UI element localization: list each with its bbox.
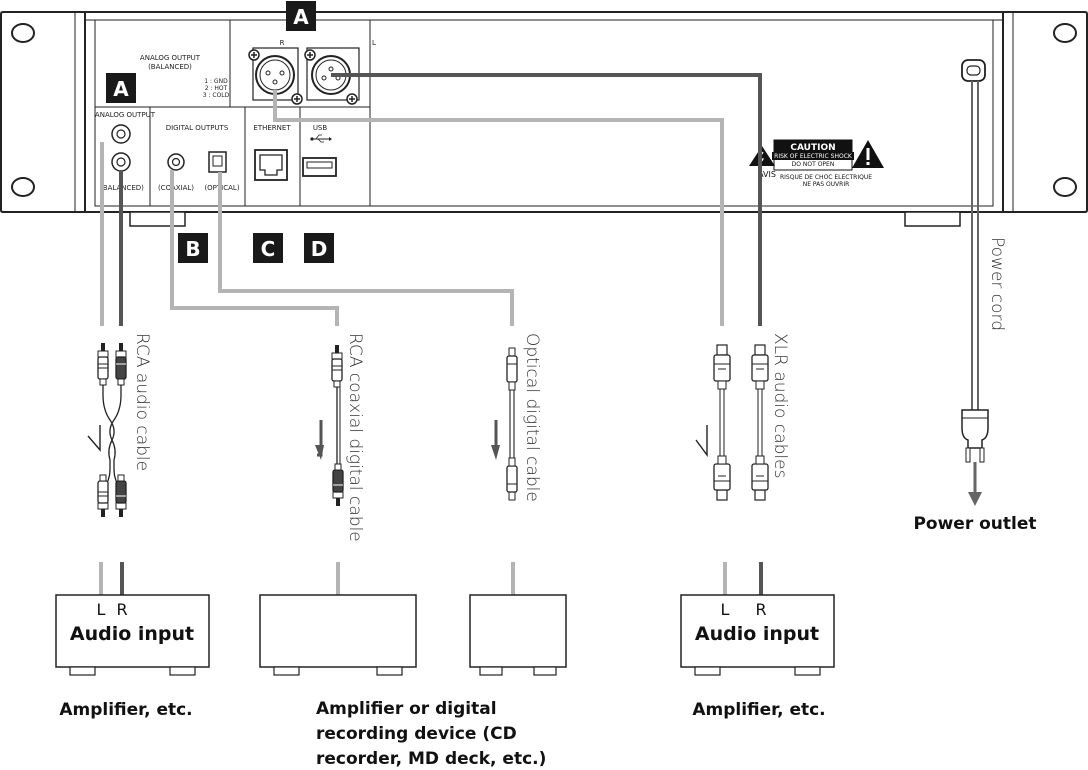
pin-1-label: 1 : GND <box>204 78 228 85</box>
marker-b: B <box>178 233 208 263</box>
rack-ear-left <box>0 11 86 213</box>
xlr-l-label: L <box>372 39 376 47</box>
optical-route <box>218 172 514 326</box>
svg-text:D: D <box>311 237 328 261</box>
svg-text:C: C <box>261 237 276 261</box>
ethernet-label: ETHERNET <box>253 124 291 132</box>
caption-amp-left: Amplifier, etc. <box>59 700 192 720</box>
xlr-cable-illustration <box>713 344 769 501</box>
rack-ear-right <box>1002 11 1088 213</box>
panel-body <box>84 11 1004 213</box>
coaxial-cable-illustration <box>331 344 344 507</box>
rack-hole-bottom-right <box>1053 177 1077 197</box>
rack-hole-bottom-left <box>11 177 35 197</box>
pin-2-label: 2 : HOT <box>205 85 228 92</box>
arrow-down-icon <box>695 425 708 458</box>
pin-3-label: 3 : COLD <box>203 92 230 99</box>
power-plug-illustration <box>961 409 989 463</box>
caption-amp-right: Amplifier, etc. <box>692 700 825 720</box>
amp-left-input: Audio input <box>70 623 194 645</box>
xlr-r-label: R <box>280 39 285 47</box>
device-digital-mid <box>259 594 417 676</box>
rca-audio-cable-illustration <box>97 342 127 518</box>
device-amp-left: L R Audio input <box>55 594 210 676</box>
usb-port[interactable] <box>302 157 337 177</box>
analog-balanced-sub: (BALANCED) <box>148 63 192 71</box>
power-cord-label: Power cord <box>987 237 1007 331</box>
usb-symbol-icon <box>310 134 332 143</box>
coaxial-label: (COAXIAL) <box>158 184 194 192</box>
marker-d: D <box>304 233 334 263</box>
fr-line1: RISQUE DE CHOC ELECTRIQUE <box>780 174 872 181</box>
analog-balanced-title: ANALOG OUTPUT <box>140 54 201 62</box>
caption-mid-2: recording device (CD <box>316 724 517 744</box>
signal-arrows <box>87 420 982 506</box>
svg-text:B: B <box>185 237 200 261</box>
optical-cable-label: Optical digital cable <box>522 333 542 502</box>
digital-outputs-label: DIGITAL OUTPUTS <box>166 124 229 132</box>
avis-text: AVIS <box>758 170 776 179</box>
optical-jack[interactable] <box>208 151 227 173</box>
risk-line2: DO NOT OPEN <box>792 161 835 168</box>
caution-label: CAUTION RISK OF ELECTRIC SHOCK DO NOT OP… <box>749 139 884 188</box>
power-inlet[interactable] <box>961 59 986 82</box>
analog-output-label: ANALOG OUTPUT <box>95 111 156 119</box>
xlr-cable-label: XLR audio cables <box>770 333 790 478</box>
optical-cable-illustration <box>506 347 518 501</box>
amp-left-r: R <box>116 600 127 619</box>
svg-text:A: A <box>293 5 309 29</box>
xlr-r-route <box>273 90 724 326</box>
rca-jack-l[interactable] <box>111 124 131 144</box>
caption-mid-1: Amplifier or digital <box>316 699 497 719</box>
xlr-l-route <box>331 73 762 326</box>
caption-mid-3: recorder, MD deck, etc.) <box>316 749 546 769</box>
svg-text:A: A <box>113 77 129 101</box>
rack-hole-top-right <box>1053 23 1077 43</box>
device-digital-right <box>469 594 567 676</box>
risk-line1: RISK OF ELECTRIC SHOCK <box>774 153 853 160</box>
coax-cable-label: RCA coaxial digital cable <box>345 333 365 542</box>
device-cable-stubs <box>99 562 763 595</box>
amp-right-l: L <box>721 600 730 619</box>
fr-line2: NE PAS OUVRIR <box>803 181 850 188</box>
coaxial-jack[interactable] <box>167 153 185 171</box>
amp-left-l: L <box>97 600 106 619</box>
caution-text: CAUTION <box>790 143 835 153</box>
amp-right-r: R <box>755 600 766 619</box>
amp-right-input: Audio input <box>695 623 819 645</box>
ethernet-port[interactable] <box>254 149 288 181</box>
marker-a-top: A <box>286 1 316 31</box>
rca-jack-r[interactable] <box>111 152 131 172</box>
device-amp-right: L R Audio input <box>680 594 835 676</box>
marker-c: C <box>253 233 283 263</box>
usb-label: USB <box>313 124 328 132</box>
rear-panel: ANALOG OUTPUT (BALANCED) 1 : GND 2 : HOT… <box>0 11 1088 227</box>
arrow-down-icon <box>87 425 101 452</box>
rca-cable-label: RCA audio cable <box>132 333 152 471</box>
caption-power-outlet: Power outlet <box>913 514 1036 534</box>
cable-routes <box>100 73 979 410</box>
marker-a-left: A <box>106 73 136 103</box>
coax-route <box>170 170 339 326</box>
optical-label: (OPTICAL) <box>204 184 239 192</box>
rack-hole-top-left <box>11 23 35 43</box>
